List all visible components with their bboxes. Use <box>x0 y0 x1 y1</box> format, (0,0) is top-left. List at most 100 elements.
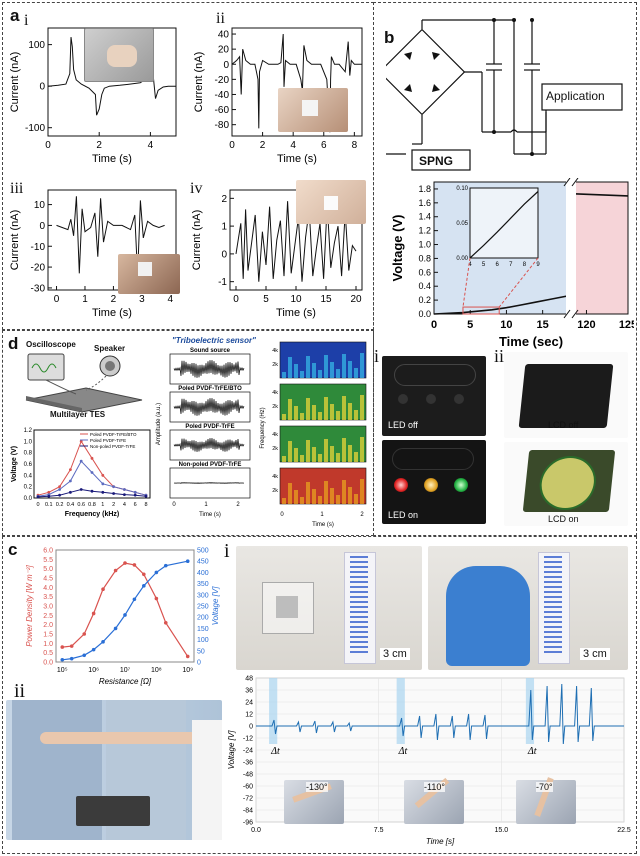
y-tick-label: 10 <box>34 200 46 211</box>
spectrogram-panel <box>279 383 367 421</box>
spectrogram-band <box>360 395 364 420</box>
waveform-title: Poled PVDF-TrFE/BTO <box>178 386 242 392</box>
y-axis-label: Voltage (V) <box>11 446 18 482</box>
series-line <box>235 201 357 282</box>
delta-t-label: Δt <box>527 746 537 757</box>
y-tick-label: 1.0 <box>418 240 431 250</box>
voltage-point <box>69 656 74 661</box>
y-tick-label: -36 <box>243 760 253 767</box>
y-tick-label: 2 <box>221 194 227 205</box>
data-point <box>112 492 115 495</box>
plot-frame <box>231 27 363 137</box>
x-tick-label: 2 <box>112 502 115 508</box>
y-tick-label: 0.0 <box>43 660 53 667</box>
angle-label-3: -70° <box>536 782 553 792</box>
waveform-trace <box>173 398 245 416</box>
spectrogram-band <box>324 439 328 462</box>
d-setup-illustration <box>25 353 143 412</box>
spectrogram-band <box>324 355 328 378</box>
y-tick-label: 0 <box>249 724 253 731</box>
axis-break-mark <box>571 309 579 319</box>
y-tick-label: 1.0 <box>24 439 33 445</box>
data-point <box>90 471 94 474</box>
series-line <box>573 193 629 197</box>
x-tick-label: 10 <box>290 294 302 305</box>
data-point <box>58 485 61 489</box>
spectrogram-band <box>360 479 364 504</box>
photo-lcd-off <box>504 352 628 438</box>
y-tick-label: 0 <box>221 249 227 260</box>
y-right-tick-label: 0 <box>197 660 201 667</box>
y-tick-label: 40 <box>218 30 230 41</box>
y-tick-label: 20 <box>218 45 230 56</box>
x-axis-label: Time (s) <box>92 307 132 319</box>
signal-trace <box>256 683 624 745</box>
power-density-point <box>154 596 159 601</box>
plot-frame <box>33 429 151 499</box>
speaker-label: Speaker <box>94 344 126 353</box>
y-axis-label: Current (nA) <box>191 210 203 271</box>
y-tick-label: 0.8 <box>24 451 33 457</box>
y-tick-label: 0.6 <box>418 267 431 277</box>
y-tick-label: -1 <box>218 277 227 288</box>
y-axis-label: Current (nA) <box>9 210 21 271</box>
y-tick-label: 1.0 <box>43 641 53 648</box>
spectrogram-band <box>312 489 316 504</box>
y-right-tick-label: 400 <box>197 570 209 577</box>
spectrogram-band <box>354 494 358 504</box>
data-point <box>123 488 126 491</box>
data-point <box>47 494 51 498</box>
spectrogram-y-tick: 4k <box>272 432 278 438</box>
data-point <box>79 488 83 491</box>
x-tick-label: 8 <box>144 502 147 508</box>
y-right-tick-label: 300 <box>197 592 209 599</box>
panel-label-a-ii: ii <box>216 10 225 27</box>
spectrogram-band <box>354 368 358 378</box>
voltage-point <box>60 657 65 662</box>
spectrogram-band <box>300 371 304 378</box>
axis-break-mark <box>563 309 571 319</box>
y-right-tick-label: 250 <box>197 604 209 611</box>
x-tick-label: 10⁶ <box>88 667 99 674</box>
y-tick-label: 5.0 <box>43 566 53 573</box>
x-tick-label: 5 <box>467 319 473 331</box>
waveform-x-tick: 2 <box>236 502 240 508</box>
panel-label-a-iii: iii <box>10 180 24 197</box>
power-density-point <box>101 587 105 591</box>
spectrogram-band <box>318 412 322 420</box>
y-tick-label: 2.0 <box>43 622 53 629</box>
x-tick-label: 20 <box>350 294 362 305</box>
y-tick-label: 24 <box>245 700 253 707</box>
power-density-point <box>123 561 127 565</box>
x-axis-label: Frequency (kHz) <box>65 511 119 518</box>
y-axis-label: Voltage (V) <box>390 215 405 282</box>
spectrogram-band <box>330 446 334 462</box>
spectrogram-band <box>294 448 298 462</box>
data-point <box>101 482 105 486</box>
panel-label-a-iv: iv <box>190 180 203 197</box>
panel-label-d: d <box>8 334 19 353</box>
spectrogram-band <box>300 497 304 504</box>
photo-chest-sensor <box>296 180 366 224</box>
spectrogram-band <box>336 411 340 420</box>
spectrogram-band <box>330 404 334 420</box>
x-axis-label: Time (sec) <box>499 334 563 349</box>
x-tick-label: 0 <box>36 502 39 508</box>
x-tick-label: 2 <box>111 294 117 305</box>
y-tick-label: 0.2 <box>418 295 431 305</box>
waveform-title: Non-poled PVDF-TrFE <box>179 462 242 468</box>
waveform-x-label: Time (s) <box>199 512 221 518</box>
spng-label: SPNG <box>419 154 454 168</box>
spectrogram-band <box>360 353 364 378</box>
waveform-trace <box>173 360 245 378</box>
data-point <box>69 490 72 494</box>
spectrogram-panel <box>279 341 367 379</box>
highlight-band <box>269 678 278 744</box>
x-tick-label: 0 <box>45 140 51 151</box>
spectrogram-y-tick: 4k <box>272 474 278 480</box>
y-tick-label: 0 <box>223 60 229 71</box>
scale-bar-1: 3 cm <box>380 648 410 660</box>
spectrogram-band <box>348 403 352 420</box>
